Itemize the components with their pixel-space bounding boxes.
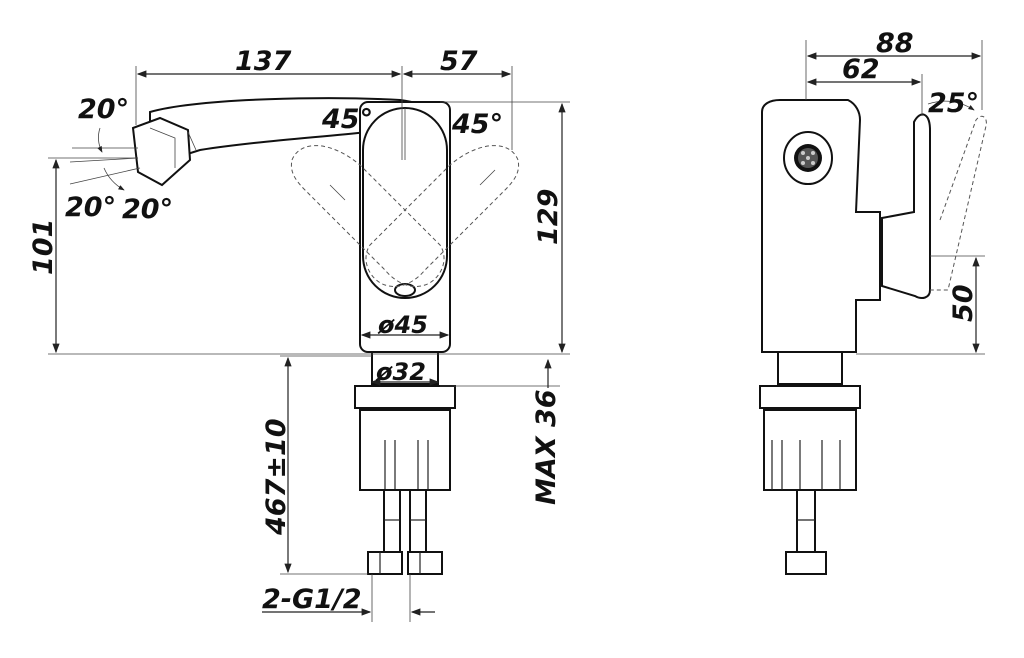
hose-right <box>409 489 427 553</box>
dim-connection-thread: 2-G1/2 <box>262 584 362 615</box>
dim-spout-length: 137 <box>235 46 292 77</box>
angle-spout-left: 20° <box>65 192 116 223</box>
mounting-nut <box>359 409 451 491</box>
dim-total-height: 129 <box>533 189 564 245</box>
side-hose-nut <box>785 551 827 575</box>
dim-hose-length: 467±10 <box>261 418 292 536</box>
side-shank <box>777 351 843 385</box>
dim-body-diameter: ø45 <box>377 311 428 339</box>
angle-spout-bottom: 20° <box>122 194 173 225</box>
side-nut-top <box>759 385 861 409</box>
side-nut <box>763 409 857 491</box>
dim-handle-offset: 57 <box>440 46 478 77</box>
side-hose <box>796 489 816 553</box>
hose-nut-left <box>367 551 403 575</box>
dim-shank-diameter: ø32 <box>375 358 426 386</box>
handle-rotation-left <box>290 145 445 287</box>
side-handle-tilted <box>930 115 987 291</box>
dim-max-deck-thickness: MAX 36 <box>531 389 562 505</box>
mounting-nut-top <box>354 385 456 409</box>
side-view: 88 62 25° 50 <box>759 28 987 575</box>
angle-handle-left: 45° <box>321 104 373 135</box>
side-handle <box>881 113 931 299</box>
dim-handle-height: 50 <box>948 284 979 322</box>
angle-handle-right: 45° <box>451 109 503 140</box>
dim-total-depth: 88 <box>876 28 914 59</box>
dim-depth-to-handle: 62 <box>842 54 880 85</box>
aerator <box>131 116 192 187</box>
angle-handle-tilt: 25° <box>928 88 979 119</box>
hose-nut-right <box>407 551 443 575</box>
front-view: 137 57 45° 45° 20° 20° 20° 101 129 ø45 ø… <box>28 46 570 622</box>
dim-outlet-height: 101 <box>28 219 59 275</box>
hose-left <box>383 489 401 553</box>
angle-spout-top: 20° <box>78 94 129 125</box>
handle-rotation-right <box>365 145 520 287</box>
